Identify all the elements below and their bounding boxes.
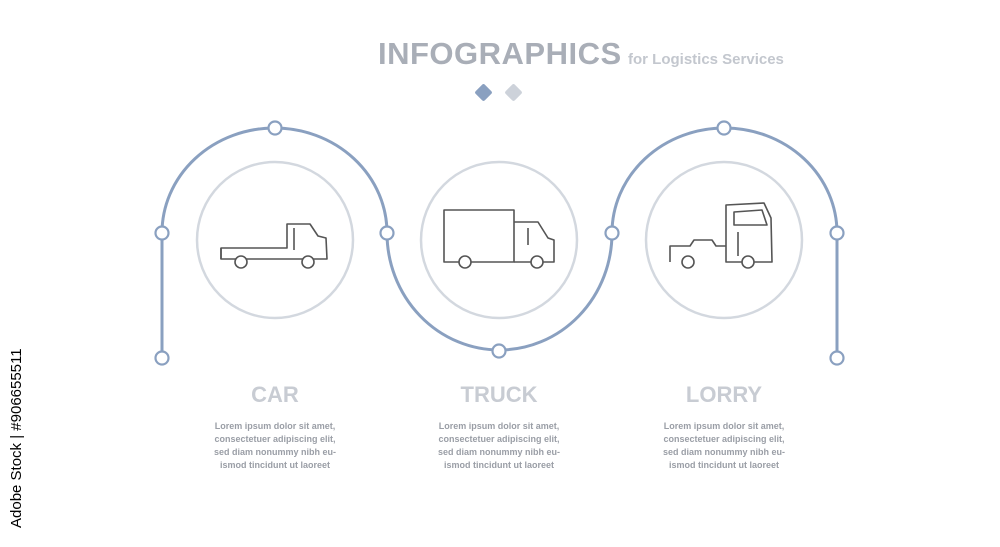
flatbed-truck-icon	[220, 223, 328, 269]
description-line: consectetuer adipiscing elit,	[438, 434, 560, 444]
path-node	[604, 225, 620, 241]
step-circle-lorry	[644, 160, 804, 320]
description-line: ismod tincidunt ut laoreet	[443, 460, 554, 470]
description-line: sed diam nonummy nibh eu-	[213, 447, 336, 457]
stock-watermark: Adobe Stock | #906655511	[0, 0, 40, 547]
description-line: consectetuer adipiscing elit,	[663, 434, 785, 444]
path-node	[716, 120, 732, 136]
path-node	[154, 225, 170, 241]
step-circle-car	[195, 160, 355, 320]
path-node	[267, 120, 283, 136]
page-title: INFOGRAPHICS	[378, 36, 622, 71]
path-nodes	[154, 120, 845, 366]
path-node	[829, 225, 845, 241]
description-line: sed diam nonummy nibh eu-	[662, 447, 785, 457]
step-label-lorry: LORRY	[685, 382, 763, 407]
description-line: Lorem ipsum dolor sit amet,	[214, 421, 336, 431]
path-node	[154, 350, 170, 366]
description-line: Lorem ipsum dolor sit amet,	[438, 421, 560, 431]
description-line: consectetuer adipiscing elit,	[214, 434, 336, 444]
header: INFOGRAPHICS for Logistics Services	[0, 36, 1000, 76]
description-line: ismod tincidunt ut laoreet	[668, 460, 779, 470]
box-truck-icon	[443, 209, 555, 269]
path-node	[379, 225, 395, 241]
step-label-truck: TRUCK	[460, 382, 538, 407]
step-label-car: CAR	[251, 382, 299, 407]
tractor-unit-icon	[669, 202, 773, 269]
description-line: Lorem ipsum dolor sit amet,	[663, 421, 785, 431]
path-node	[491, 343, 507, 359]
page-subtitle: for Logistics Services	[628, 51, 784, 68]
watermark-text: Adobe Stock | #906655511	[8, 348, 25, 528]
step-circle-truck	[419, 160, 579, 320]
path-node	[829, 350, 845, 366]
description-line: ismod tincidunt ut laoreet	[219, 460, 330, 470]
step-description-lorry: Lorem ipsum dolor sit amet, consectetuer…	[624, 420, 824, 472]
step-description-car: Lorem ipsum dolor sit amet, consectetuer…	[175, 420, 375, 472]
step-description-truck: Lorem ipsum dolor sit amet, consectetuer…	[399, 420, 599, 472]
description-line: sed diam nonummy nibh eu-	[437, 447, 560, 457]
